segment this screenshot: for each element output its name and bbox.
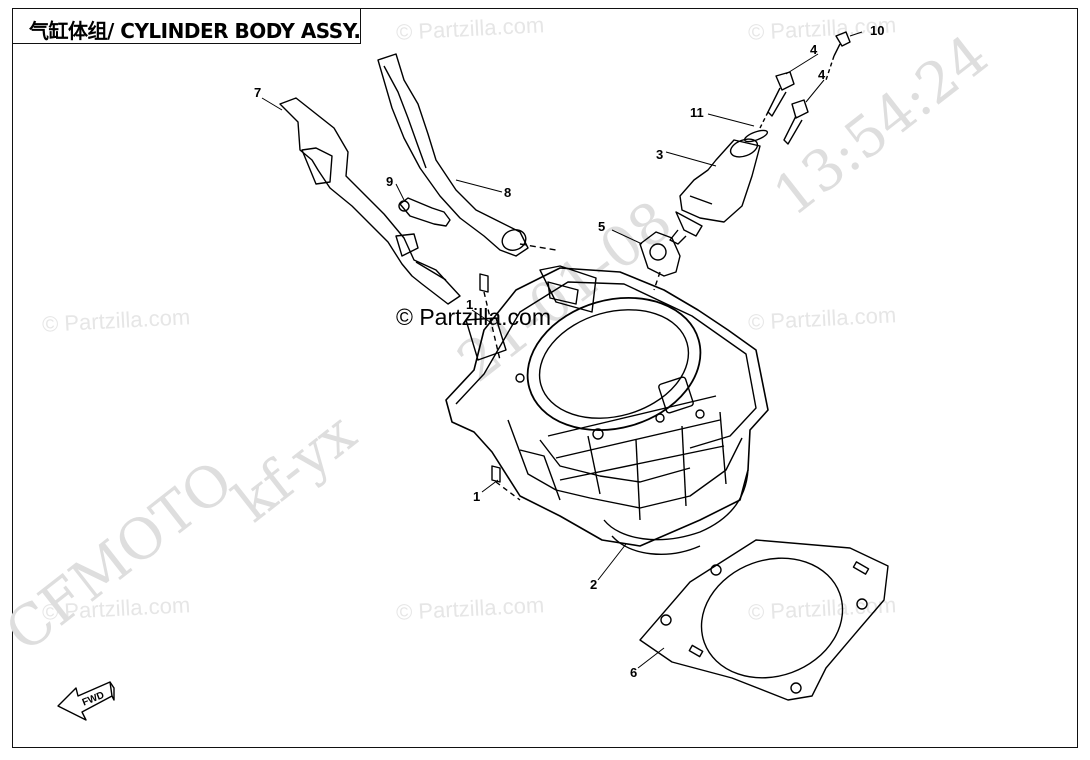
callout-10: 10 (870, 23, 885, 38)
chain-tensioner-guide (377, 53, 557, 257)
tensioner-bolt-left (759, 71, 795, 129)
callout-8: 8 (504, 185, 512, 200)
callout-9: 9 (386, 174, 394, 189)
callout-3: 3 (656, 147, 664, 162)
callout-6: 6 (630, 665, 638, 680)
tensioner-cap-bolt (825, 31, 851, 81)
fwd-arrow-icon (57, 681, 115, 721)
callout-7: 7 (254, 85, 262, 100)
diagram-frame (12, 8, 1078, 748)
callout-11: 11 (690, 105, 704, 120)
callout-5: 5 (598, 219, 606, 234)
tensioner-o-ring (743, 129, 769, 143)
dowel-pin-lower (491, 465, 521, 501)
callout-4-lower: 4 (818, 67, 826, 82)
diagram-title: 气缸体组/ CYLINDER BODY ASSY. (29, 19, 361, 43)
callout-1-upper: 1 (466, 297, 474, 312)
callout-4-upper: 4 (810, 42, 818, 57)
callout-2: 2 (590, 577, 598, 592)
chain-tensioner (669, 138, 761, 245)
tensioner-bolt-right (783, 99, 809, 145)
callout-1-lower: 1 (473, 489, 481, 504)
cylinder-body (445, 265, 769, 555)
title-box: 气缸体组/ CYLINDER BODY ASSY. (12, 8, 361, 44)
dowel-pin-upper (479, 273, 501, 361)
pivot-bolt (398, 197, 451, 227)
watermark-partzilla-center: © Partzilla.com (396, 304, 551, 330)
cylinder-base-gasket (639, 539, 889, 701)
tensioner-gasket (639, 231, 681, 291)
chain-guide (279, 97, 461, 305)
